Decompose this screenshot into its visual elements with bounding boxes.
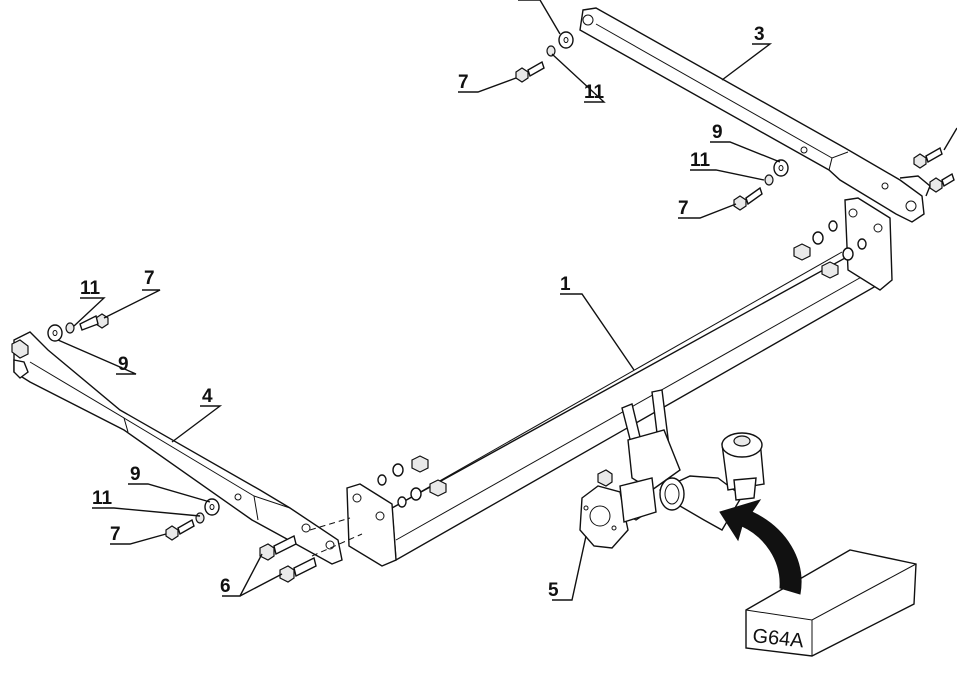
callout-9-left-bottom: 9 (130, 464, 141, 485)
callout-7-top: 7 (458, 72, 469, 93)
callout-6: 6 (220, 576, 231, 597)
callout-11-left-bottom: 11 (92, 488, 113, 509)
callout-11-right: 11 (690, 150, 711, 171)
right-mid-bolt-set (733, 159, 789, 211)
left-top-bolt-set (47, 313, 109, 342)
callout-7-right: 7 (678, 198, 689, 219)
bolt-pair-6 (259, 534, 317, 583)
callout-9-top: 9 (518, 0, 529, 3)
electrical-socket-plate (579, 469, 657, 549)
right-edge-bolts (913, 146, 955, 193)
left-plate-nuts (377, 455, 447, 508)
callout-7-left-top: 7 (144, 268, 155, 289)
tow-neck (621, 389, 765, 531)
callout-5: 5 (548, 580, 559, 601)
assembly-line (309, 517, 351, 531)
callout-11-left-top: 11 (80, 278, 101, 299)
package-box (745, 549, 917, 657)
callout-1: 1 (560, 274, 571, 295)
callout-11-top: 11 (584, 82, 605, 103)
left-side-bracket (11, 331, 343, 565)
callout-4: 4 (202, 386, 213, 407)
left-bottom-bolt-set (165, 498, 220, 541)
package-box-label: G64A (751, 625, 805, 652)
callout-9-right: 9 (712, 122, 723, 143)
right-side-bracket (579, 7, 931, 223)
callout-3: 3 (754, 24, 765, 45)
curved-arrow-icon (719, 499, 802, 595)
callout-7-left-bottom: 7 (110, 524, 121, 545)
main-crossbar (346, 197, 893, 567)
top-bolt-set (515, 31, 574, 83)
callout-labels: 1 3 4 5 6 7 11 9 9 11 7 11 7 9 9 11 7 (80, 0, 765, 601)
callout-9-left-top: 9 (118, 354, 129, 375)
right-plate-nuts (793, 220, 867, 279)
leader-lines (57, 0, 957, 601)
